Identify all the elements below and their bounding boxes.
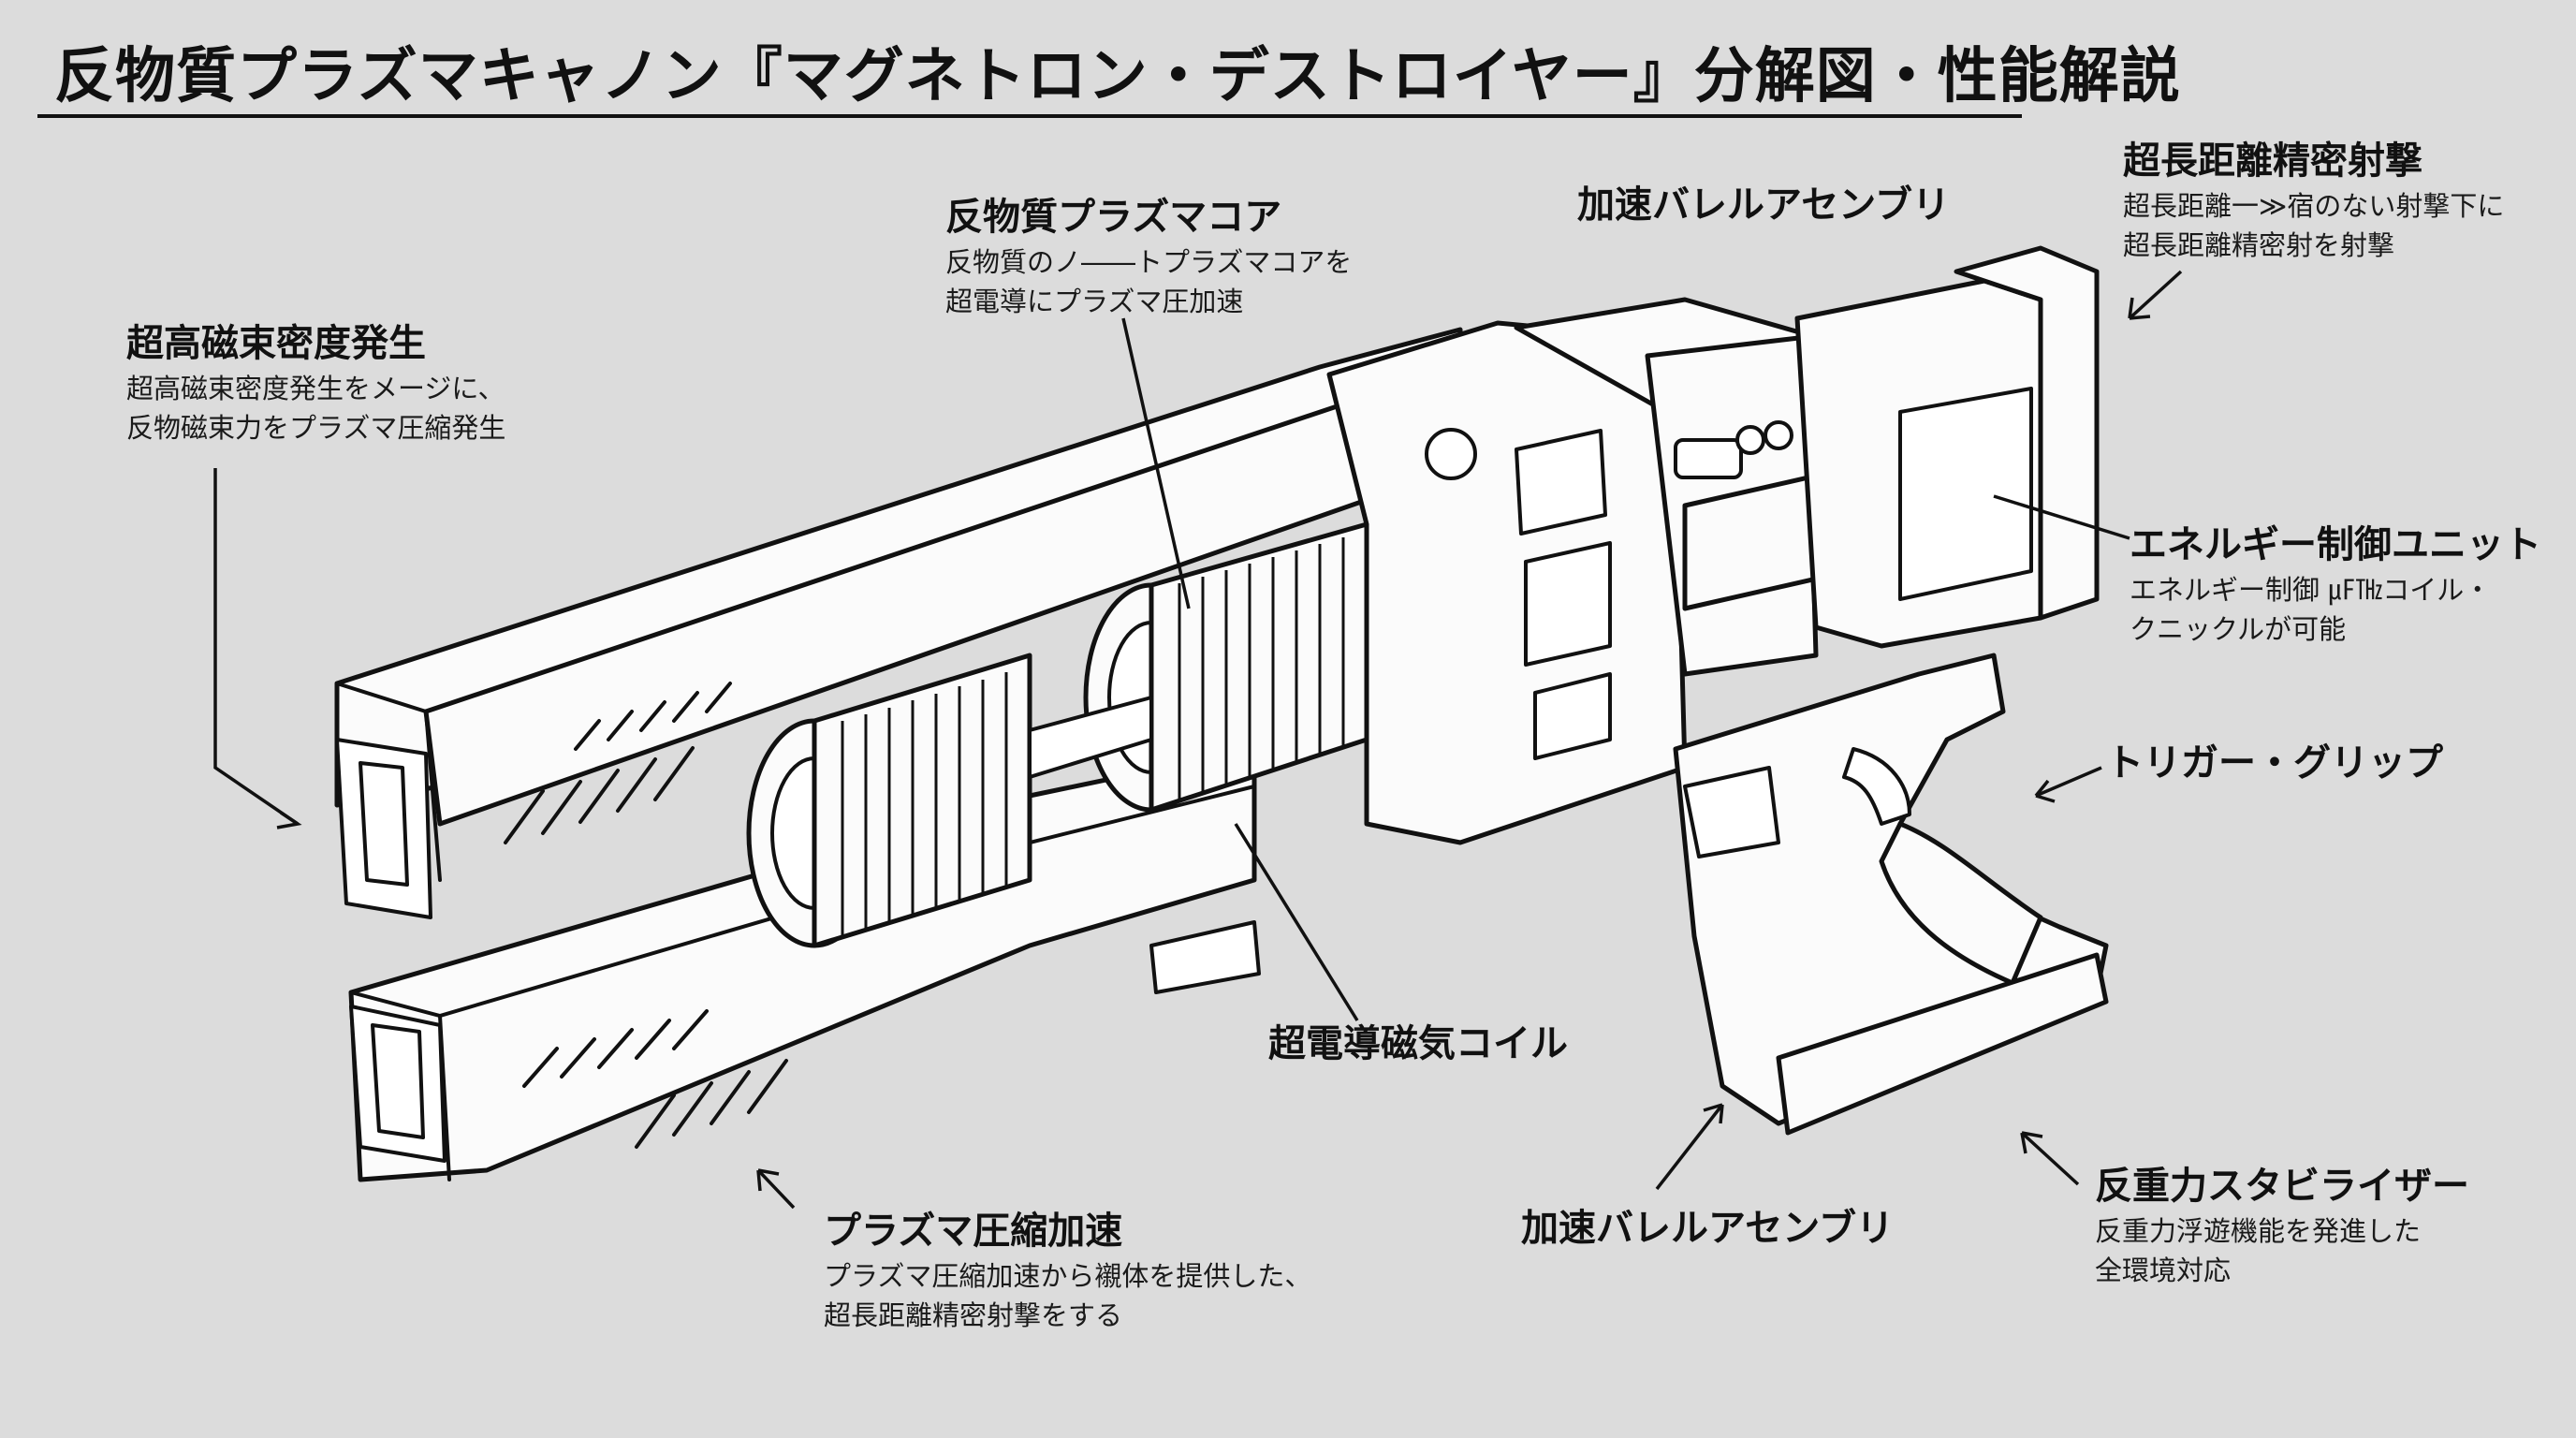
callout-magnetic-flux: 超高磁束密度発生 超高磁束密度発生をメージに、 反物磁束力をプラズマ圧縮発生 bbox=[126, 318, 505, 448]
callout-precision-desc-1: 超長距離一≫宿のない射撃下に bbox=[2123, 190, 2505, 222]
leader-lines bbox=[213, 270, 2183, 1210]
callout-energy-unit-desc-2: クニックルが可能 bbox=[2130, 613, 2347, 645]
page-title: 反物質プラズマキャノン『マグネトロン・デストロイヤー』分解図・性能解説 bbox=[54, 42, 2181, 111]
callout-core-desc-2: 超電導にプラズマ圧加速 bbox=[945, 286, 1244, 317]
callout-precision-desc-2: 超長距離精密射を射撃 bbox=[2123, 229, 2395, 261]
title-underline bbox=[37, 114, 2022, 118]
callout-energy-unit: エネルギー制御ユニット エネルギー制御 ㎌㎔コイル・ クニックルが可能 bbox=[2130, 520, 2541, 649]
callout-grip-heading: トリガー・グリップ bbox=[2106, 741, 2443, 785]
callout-stabilizer: 反重力スタビライザー 反重力浮遊機能を発進した 全環境対応 bbox=[2095, 1161, 2469, 1290]
rear-barrel-stock bbox=[1645, 245, 2100, 677]
trigger-grip bbox=[1673, 653, 2109, 1136]
callout-barrel-top: 加速バレルアセンブリ bbox=[1577, 180, 1950, 230]
callout-stabilizer-desc-1: 反重力浮遊機能を発進した bbox=[2095, 1215, 2422, 1247]
callout-grip: トリガー・グリップ bbox=[2106, 738, 2443, 788]
callout-compression: プラズマ圧縮加速 プラズマ圧縮加速から襯体を提供した、 超長距離精密射撃をする bbox=[824, 1206, 1311, 1335]
callout-precision: 超長距離精密射撃 超長距離一≫宿のない射撃下に 超長距離精密射を射撃 bbox=[2123, 136, 2504, 265]
callout-barrel-top-heading: 加速バレルアセンブリ bbox=[1577, 183, 1950, 227]
callout-stabilizer-desc-2: 全環境対応 bbox=[2095, 1255, 2232, 1286]
callout-core-heading: 反物質プラズマコア bbox=[945, 196, 1282, 239]
callout-coil: 超電導磁気コイル bbox=[1268, 1019, 1568, 1069]
callout-stabilizer-heading: 反重力スタビライザー bbox=[2095, 1165, 2469, 1208]
callout-magnetic-flux-desc-2: 反物磁束力をプラズマ圧縮発生 bbox=[126, 412, 506, 444]
underside-mount bbox=[1149, 920, 1261, 994]
callout-barrel-bottom-heading: 加速バレルアセンブリ bbox=[1521, 1207, 1894, 1250]
callout-core-desc-1: 反物質のノ――トプラズマコアを bbox=[945, 246, 1353, 278]
superconducting-coils bbox=[746, 521, 1369, 948]
callout-compression-desc-1: プラズマ圧縮加速から襯体を提供した、 bbox=[824, 1260, 1312, 1292]
callout-energy-unit-heading: エネルギー制御ユニット bbox=[2130, 523, 2541, 566]
callout-precision-heading: 超長距離精密射撃 bbox=[2123, 139, 2422, 183]
callout-core: 反物質プラズマコア 反物質のノ――トプラズマコアを 超電導にプラズマ圧加速 bbox=[945, 192, 1352, 321]
callout-magnetic-flux-desc-1: 超高磁束密度発生をメージに、 bbox=[126, 373, 505, 404]
callout-compression-desc-2: 超長距離精密射撃をする bbox=[824, 1299, 1123, 1331]
callout-magnetic-flux-heading: 超高磁束密度発生 bbox=[126, 322, 426, 365]
callout-energy-unit-desc-1: エネルギー制御 ㎌㎔コイル・ bbox=[2130, 574, 2492, 606]
arrow-heads bbox=[276, 297, 2151, 1192]
callout-compression-heading: プラズマ圧縮加速 bbox=[824, 1210, 1123, 1253]
callout-barrel-bottom: 加速バレルアセンブリ bbox=[1521, 1203, 1894, 1254]
callout-coil-heading: 超電導磁気コイル bbox=[1268, 1022, 1568, 1065]
